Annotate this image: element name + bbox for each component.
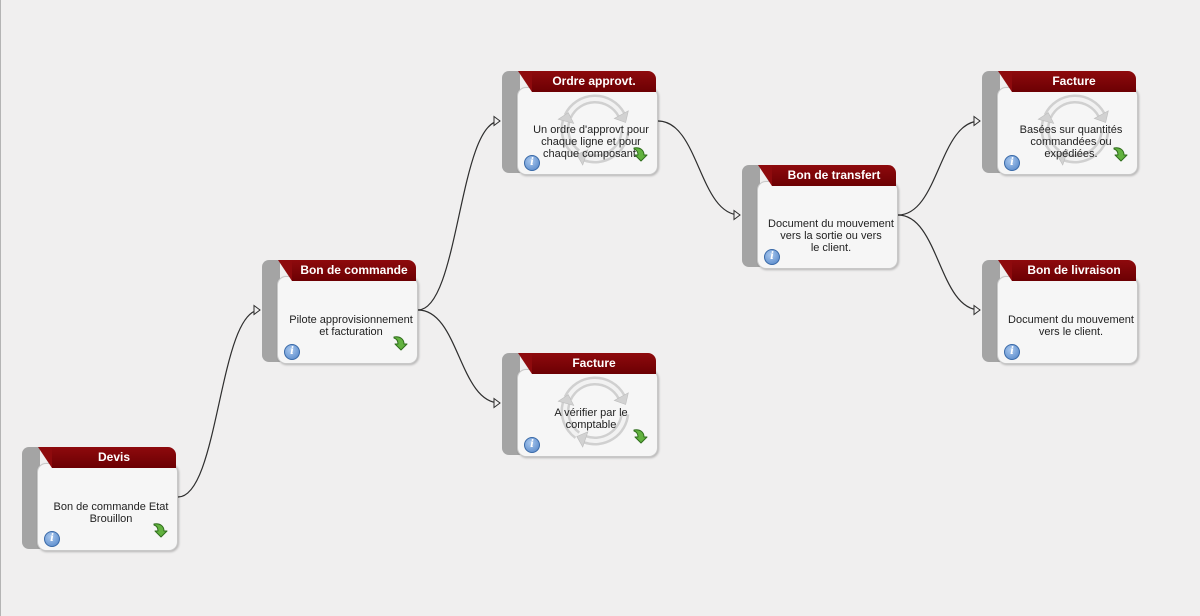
- node-description: Pilote approvisionnement et facturation: [284, 314, 418, 338]
- node-card: [277, 276, 418, 364]
- info-icon[interactable]: i: [284, 344, 300, 360]
- node-devis[interactable]: Devis Bon de commande Etat Brouillon i: [22, 447, 178, 551]
- node-title: Bon de transfert: [758, 165, 896, 186]
- node-facture-verification[interactable]: Facture A vérifier par le comptable i: [502, 353, 658, 457]
- node-description: Basées sur quantités commandées ou expéd…: [1004, 124, 1138, 160]
- connector-line: [897, 120, 981, 216]
- node-description-line: A vérifier par le: [554, 407, 628, 419]
- node-description-line: expédiées.: [1044, 148, 1098, 160]
- node-ordre-approvt[interactable]: Ordre approvt. Un ordre d'approvt pour c…: [502, 71, 658, 175]
- node-title: Bon de commande: [278, 260, 416, 281]
- connector-line: [177, 309, 261, 498]
- node-description-line: Brouillon: [89, 513, 133, 525]
- info-icon[interactable]: i: [1004, 344, 1020, 360]
- connector-arrowhead: [973, 304, 981, 316]
- cycle-arrows-icon: [1037, 94, 1110, 166]
- canvas-left-border: [0, 0, 1, 616]
- node-bon-de-livraison[interactable]: Bon de livraison Document du mouvement v…: [982, 260, 1138, 364]
- node-description-line: Pilote approvisionnement: [289, 314, 413, 326]
- node-description: A vérifier par le comptable: [524, 407, 658, 431]
- node-title: Ordre approvt.: [518, 71, 656, 92]
- node-description: Document du mouvement vers le client.: [1004, 314, 1138, 338]
- info-icon[interactable]: i: [44, 531, 60, 547]
- node-facture-quantites[interactable]: Facture Basées sur quantités commandées …: [982, 71, 1138, 175]
- node-description-line: Document du mouvement: [768, 218, 894, 230]
- node-description-line: chaque composant.: [542, 148, 639, 160]
- node-sidebar: [982, 71, 1000, 173]
- next-step-icon[interactable]: [632, 426, 650, 444]
- node-description-line: Document du mouvement: [1008, 314, 1134, 326]
- info-icon[interactable]: i: [1004, 155, 1020, 171]
- connector-arrowhead: [253, 304, 261, 316]
- cycle-arrows-icon: [557, 94, 630, 166]
- node-sidebar: [742, 165, 760, 267]
- cycle-arrows-icon: [557, 376, 630, 448]
- connector-line: [657, 120, 741, 216]
- info-icon[interactable]: i: [524, 437, 540, 453]
- node-bon-de-transfert[interactable]: Bon de transfert Document du mouvement v…: [742, 165, 898, 269]
- node-description: Un ordre d'approvt pour chaque ligne et …: [524, 124, 658, 160]
- node-description-line: comptable: [565, 419, 617, 431]
- info-icon[interactable]: i: [524, 155, 540, 171]
- node-sidebar: [502, 71, 520, 173]
- node-sidebar: [982, 260, 1000, 362]
- node-description-line: chaque ligne et pour: [541, 136, 641, 148]
- node-description: Document du mouvement vers la sortie ou …: [764, 218, 898, 254]
- node-bon-de-commande[interactable]: Bon de commande Pilote approvisionnement…: [262, 260, 418, 364]
- node-title: Facture: [518, 353, 656, 374]
- node-card: [757, 181, 898, 269]
- node-title: Bon de livraison: [998, 260, 1136, 281]
- node-title: Devis: [38, 447, 176, 468]
- connector-arrowhead: [493, 115, 501, 127]
- next-step-icon[interactable]: [1112, 144, 1130, 162]
- connector-arrowhead: [973, 115, 981, 127]
- node-description-line: le client.: [810, 242, 852, 254]
- node-description-line: Basées sur quantités: [1019, 124, 1123, 136]
- connector-line: [417, 120, 501, 311]
- node-description-line: et facturation: [319, 326, 383, 338]
- node-description-line: Un ordre d'approvt pour: [533, 124, 649, 136]
- node-description: Bon de commande Etat Brouillon: [44, 501, 178, 525]
- node-description-line: vers le client.: [1038, 326, 1104, 338]
- node-description-line: commandées ou: [1030, 136, 1112, 148]
- node-description-line: Bon de commande Etat: [53, 501, 169, 513]
- node-sidebar: [502, 353, 520, 455]
- node-description-line: vers la sortie ou vers: [780, 230, 882, 242]
- next-step-icon[interactable]: [632, 144, 650, 162]
- node-sidebar: [22, 447, 40, 549]
- connector-arrowhead: [733, 209, 741, 221]
- connector-arrowhead: [493, 397, 501, 409]
- info-icon[interactable]: i: [764, 249, 780, 265]
- connector-line: [417, 309, 501, 404]
- connector-line: [897, 214, 981, 311]
- node-card: [997, 276, 1138, 364]
- next-step-icon[interactable]: [152, 520, 170, 538]
- node-sidebar: [262, 260, 280, 362]
- node-title: Facture: [998, 71, 1136, 92]
- next-step-icon[interactable]: [392, 333, 410, 351]
